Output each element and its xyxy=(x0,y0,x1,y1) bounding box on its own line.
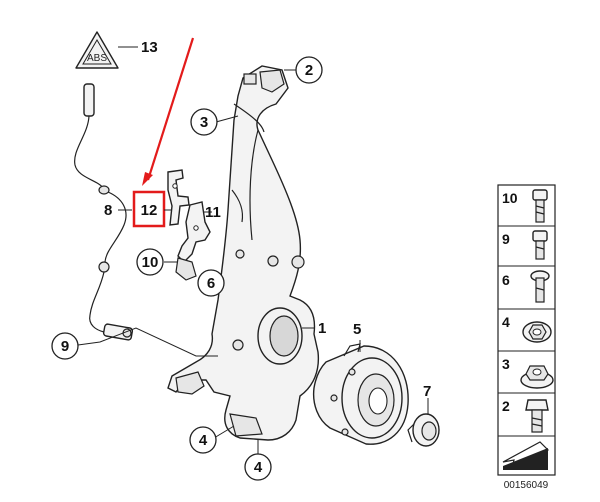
callout-3: 3 xyxy=(200,114,208,131)
callout-11: 11 xyxy=(205,204,221,221)
warning-label-text: ABS xyxy=(87,53,107,64)
collar-nut-icon xyxy=(520,365,554,389)
direction-arrow-icon xyxy=(502,441,550,470)
legend-item-4: 4 xyxy=(502,314,510,330)
legend-item-9: 9 xyxy=(502,231,510,247)
callout-1: 1 xyxy=(318,320,326,337)
steering-knuckle-part xyxy=(167,65,320,441)
bolt-icon xyxy=(530,270,550,303)
sensor-holder-part xyxy=(175,201,211,281)
callout-7: 7 xyxy=(423,383,431,400)
legend-item-2: 2 xyxy=(502,398,510,414)
legend-item-6: 6 xyxy=(502,272,510,288)
collar-nut-part xyxy=(407,413,440,447)
callout-12: 12 xyxy=(141,202,158,219)
screw-icon xyxy=(532,189,548,223)
warning-label-part: ABS xyxy=(75,31,138,69)
callout-10: 10 xyxy=(142,254,159,271)
callout-6: 6 xyxy=(207,275,215,292)
hex-bolt-icon xyxy=(525,399,549,433)
hardware-legend: 10 9 6 4 3 2 xyxy=(497,184,556,476)
cable-bracket-part xyxy=(167,169,190,226)
legend-item-10: 10 xyxy=(502,190,518,206)
highlight-box xyxy=(132,190,166,228)
callout-4b: 4 xyxy=(254,459,263,476)
screw-icon xyxy=(532,230,548,260)
diagram-number: 00156049 xyxy=(504,480,549,491)
highlight-arrow xyxy=(142,37,195,186)
callout-13: 13 xyxy=(141,39,158,56)
callout-8: 8 xyxy=(104,202,112,219)
hex-nut-icon xyxy=(522,321,552,343)
wheel-hub-part xyxy=(312,343,409,445)
abs-sensor-part xyxy=(74,83,134,341)
callout-2: 2 xyxy=(305,62,313,79)
callout-4a: 4 xyxy=(199,432,208,449)
callout-5: 5 xyxy=(353,321,361,338)
legend-item-3: 3 xyxy=(502,356,510,372)
callout-9: 9 xyxy=(61,338,69,355)
